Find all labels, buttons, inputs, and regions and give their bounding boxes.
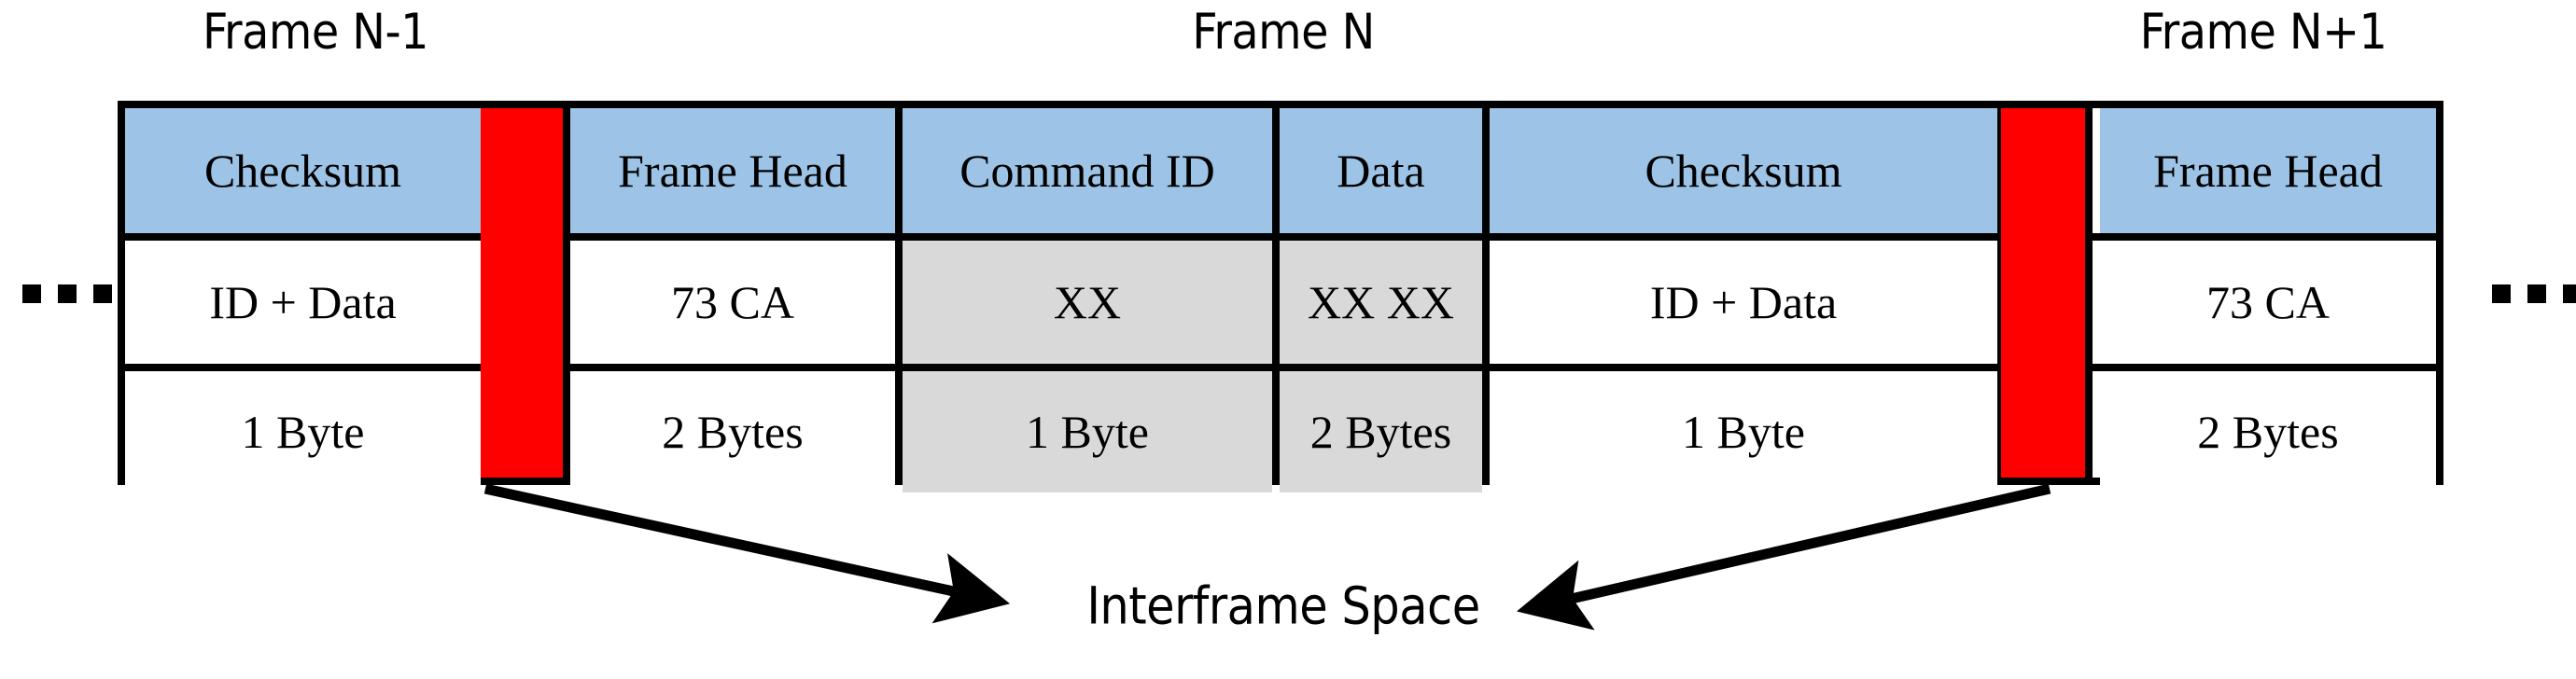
field-size-cell: 2 Bytes [2100, 371, 2436, 492]
table-column-divider [1272, 108, 1280, 478]
field-size-cell: 1 Byte [903, 371, 1272, 492]
field-value-cell: 73 CA [2100, 241, 2436, 364]
frame-caption-n-minus-1: Frame N-1 [202, 4, 429, 61]
interframe-gap-2 [2001, 108, 2085, 478]
table-column-divider [563, 108, 570, 478]
field-name-cell: Frame Head [2100, 108, 2436, 233]
table-column-divider [1994, 108, 2001, 478]
field-name-cell: Command ID [903, 108, 1272, 233]
field-size-cell: 2 Bytes [570, 371, 895, 492]
field-value-cell: ID + Data [1490, 241, 1997, 364]
table-row-divider [125, 233, 2436, 241]
table-row-divider [125, 364, 2436, 371]
interframe-gap-1 [481, 108, 563, 478]
frame-caption-n: Frame N [1192, 4, 1375, 61]
field-value-cell: ID + Data [125, 241, 481, 364]
field-size-cell: 1 Byte [1490, 371, 1997, 492]
field-size-cell: 1 Byte [125, 371, 481, 492]
field-name-cell: Frame Head [570, 108, 895, 233]
field-value-cell: 73 CA [570, 241, 895, 364]
table-column-divider [2085, 108, 2093, 478]
field-value-cell: XX [903, 241, 1272, 364]
field-name-cell: Checksum [1490, 108, 1997, 233]
field-name-cell: Data [1280, 108, 1482, 233]
table-column-divider [1482, 108, 1490, 478]
right-continuation-ellipsis-icon [2492, 284, 2576, 303]
arrow-to-gap-1 [483, 483, 1011, 624]
field-name-cell: Checksum [125, 108, 481, 233]
interframe-space-label: Interframe Space [1086, 575, 1480, 636]
frame-caption-n-plus-1: Frame N+1 [2139, 4, 2387, 61]
arrow-to-gap-2 [1516, 483, 2051, 630]
left-continuation-ellipsis-icon [22, 284, 112, 303]
table-column-divider [895, 108, 903, 478]
field-value-cell: XX XX [1280, 241, 1482, 364]
field-size-cell: 2 Bytes [1280, 371, 1482, 492]
